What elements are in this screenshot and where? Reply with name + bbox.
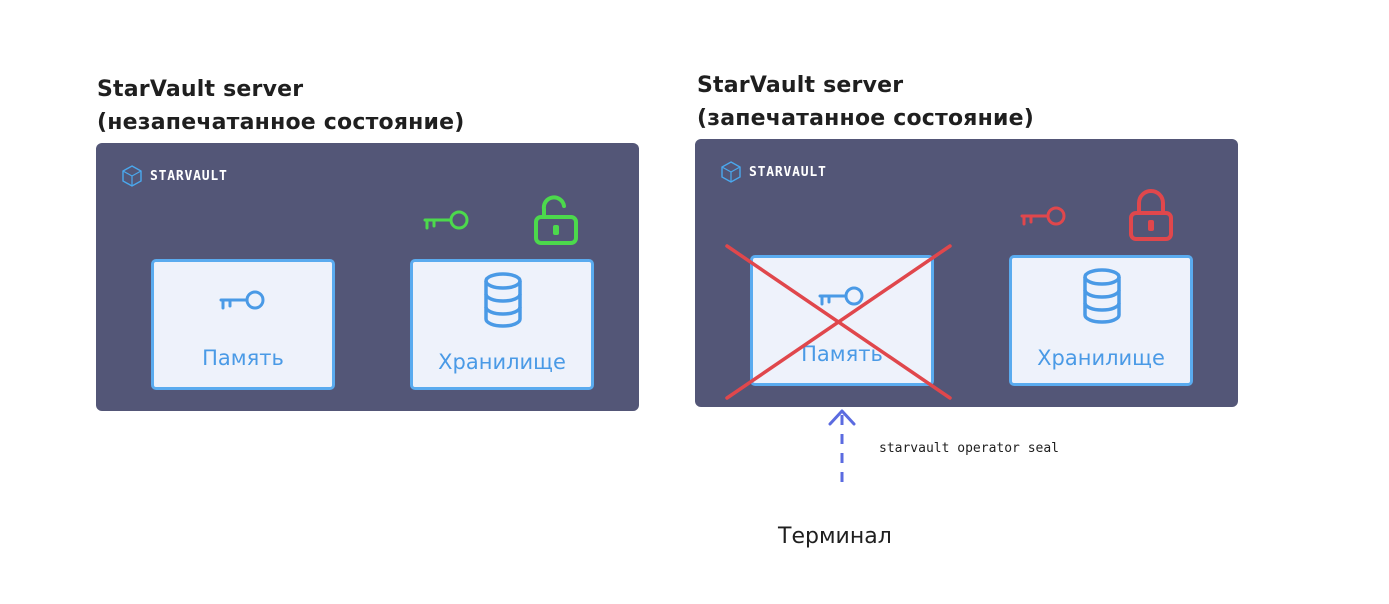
key-icon bbox=[219, 290, 265, 310]
memory-label: Память bbox=[801, 342, 883, 366]
starvault-logo-icon bbox=[122, 165, 142, 187]
memory-box: Память bbox=[151, 259, 335, 390]
terminal-label: Терминал bbox=[778, 524, 892, 549]
left-title-line2: (незапечатанное состояние) bbox=[97, 110, 465, 135]
key-icon bbox=[423, 210, 469, 230]
lock-open-icon bbox=[534, 195, 578, 245]
brand: STARVAULT bbox=[721, 161, 827, 183]
right-title-line1: StarVault server bbox=[697, 73, 904, 98]
arrow-up-icon bbox=[828, 409, 856, 482]
left-title: StarVault server (незапечатанное состоян… bbox=[97, 73, 465, 139]
database-icon bbox=[484, 272, 522, 328]
right-title: StarVault server (запечатанное состояние… bbox=[697, 69, 1034, 135]
command-text: starvault operator seal bbox=[879, 441, 1060, 456]
key-icon bbox=[1020, 206, 1066, 226]
storage-label: Хранилище bbox=[1037, 346, 1165, 370]
memory-label: Память bbox=[202, 346, 284, 370]
key-icon bbox=[818, 286, 864, 306]
storage-box: Хранилище bbox=[410, 259, 594, 390]
brand-name: STARVAULT bbox=[749, 164, 827, 180]
memory-box: Память bbox=[750, 255, 934, 386]
right-title-line2: (запечатанное состояние) bbox=[697, 106, 1035, 131]
storage-label: Хранилище bbox=[438, 350, 566, 374]
starvault-logo-icon bbox=[721, 161, 741, 183]
brand-name: STARVAULT bbox=[150, 168, 228, 184]
brand: STARVAULT bbox=[122, 165, 228, 187]
server-panel-sealed: STARVAULT Память Хранилище bbox=[695, 139, 1238, 407]
lock-closed-icon bbox=[1129, 189, 1173, 241]
database-icon bbox=[1083, 268, 1121, 324]
left-title-line1: StarVault server bbox=[97, 77, 304, 102]
storage-box: Хранилище bbox=[1009, 255, 1193, 386]
server-panel-unsealed: STARVAULT Память Хранилище bbox=[96, 143, 639, 411]
